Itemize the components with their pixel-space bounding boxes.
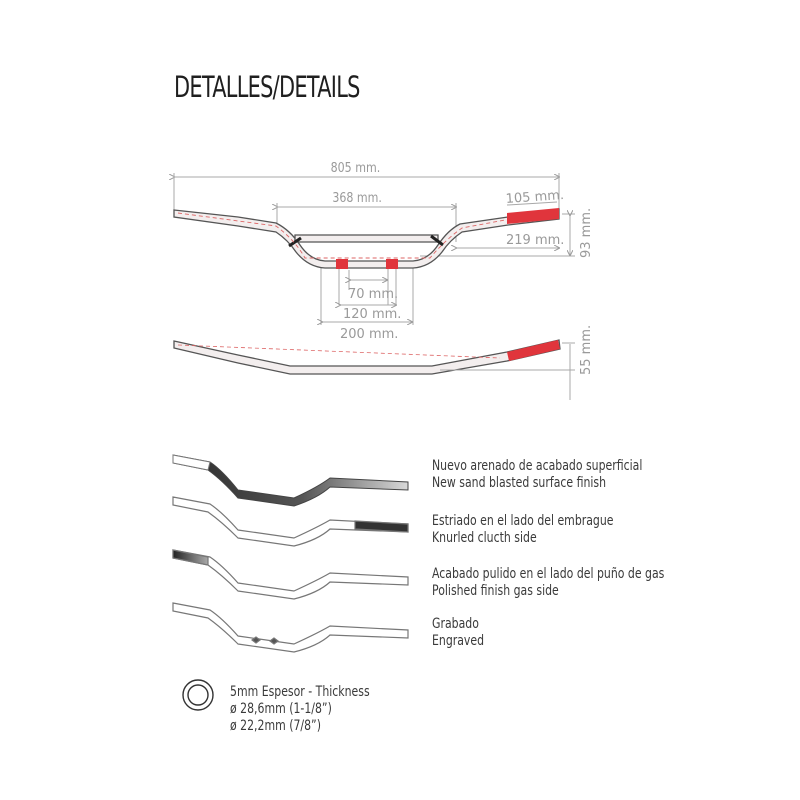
dim-sweep: 55 mm.	[579, 325, 594, 375]
dim-height: 93 mm.	[579, 208, 594, 258]
feature-es-text: Grabado	[432, 616, 479, 632]
dim-grip-red: 105 mm.	[505, 188, 564, 207]
feature-en-text: Polished finish gas side	[432, 583, 559, 599]
feature-en-text: Knurled clucth side	[432, 530, 537, 546]
dim-grip-length: 219 mm.	[506, 233, 564, 248]
feature-en-text: Engraved	[432, 633, 485, 649]
dim-center-width: 200 mm.	[340, 327, 398, 342]
dim-rise-width: 368 mm.	[332, 190, 382, 205]
feature-polished: Acabado pulido en el lado del puño de ga…	[432, 566, 664, 600]
sand-blasted-bar-icon	[172, 454, 409, 507]
feature-knurled: Estriado en el lado del embrague Knurled…	[432, 513, 614, 547]
inner-diameter-line: ø 22,2mm (7/8”)	[230, 718, 321, 734]
dim-clamp-inner: 70 mm.	[348, 287, 398, 302]
knurled-bar-icon	[172, 496, 409, 547]
tube-cross-section-icon	[182, 679, 214, 711]
feature-sand-blasted: Nuevo arenado de acabado superficial New…	[432, 458, 642, 492]
feature-es-text: Estriado en el lado del embrague	[432, 513, 614, 529]
feature-es-text: Acabado pulido en el lado del puño de ga…	[432, 566, 665, 582]
engraved-bar-icon	[172, 602, 409, 653]
thickness-info: 5mm Espesor - Thickness ø 28,6mm (1-1/8”…	[230, 684, 370, 735]
polished-bar-icon	[172, 549, 409, 600]
feature-en-text: New sand blasted surface finish	[432, 475, 607, 491]
dim-clamp-outer: 120 mm.	[343, 307, 401, 322]
outer-diameter-line: ø 28,6mm (1-1/8”)	[230, 701, 332, 717]
feature-es-text: Nuevo arenado de acabado superficial	[432, 458, 643, 474]
page-title: DETALLES/DETAILS	[174, 70, 360, 104]
feature-engraved: Grabado Engraved	[432, 616, 484, 650]
thickness-line: 5mm Espesor - Thickness	[230, 684, 370, 700]
dim-overall-width: 805 mm.	[331, 160, 381, 175]
